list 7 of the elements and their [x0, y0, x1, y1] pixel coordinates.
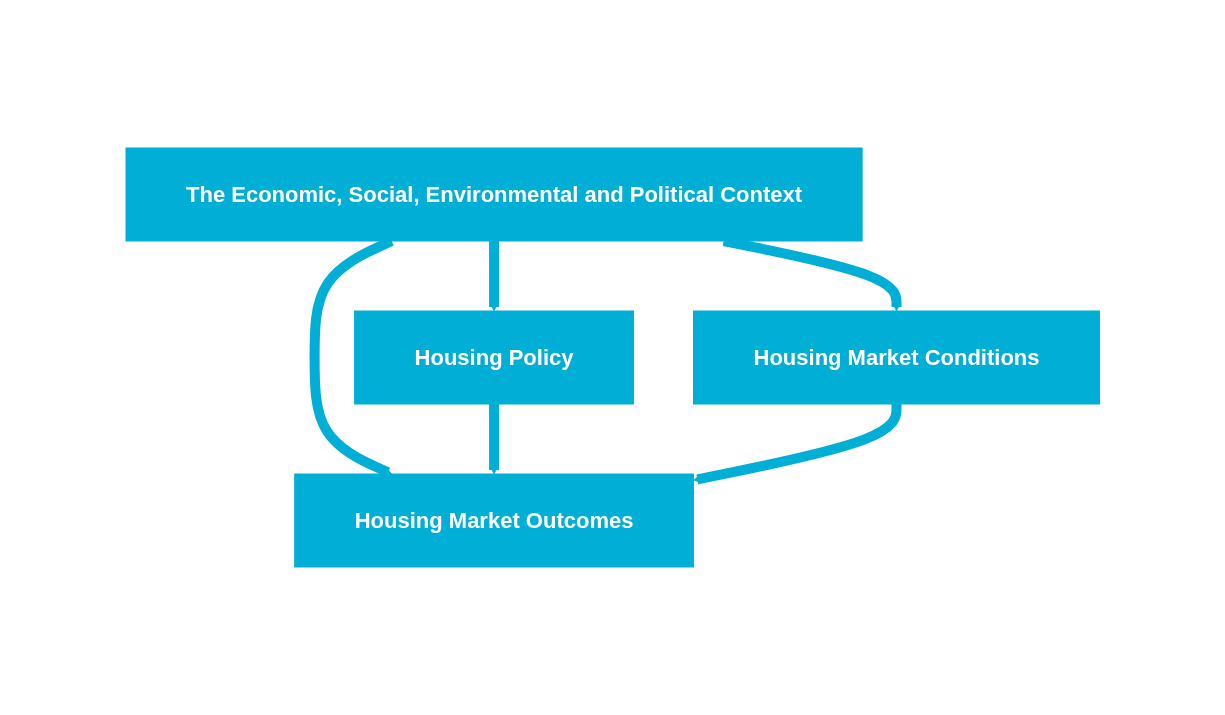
node-box: The Economic, Social, Environmental and Political Context — [125, 147, 863, 242]
node-box: Housing Market Outcomes — [293, 473, 694, 568]
arrow — [488, 241, 499, 312]
node-box: Housing Market Conditions — [692, 310, 1100, 405]
node-box: Housing Policy — [353, 310, 634, 405]
arrow — [692, 404, 902, 485]
arrow — [488, 404, 499, 475]
